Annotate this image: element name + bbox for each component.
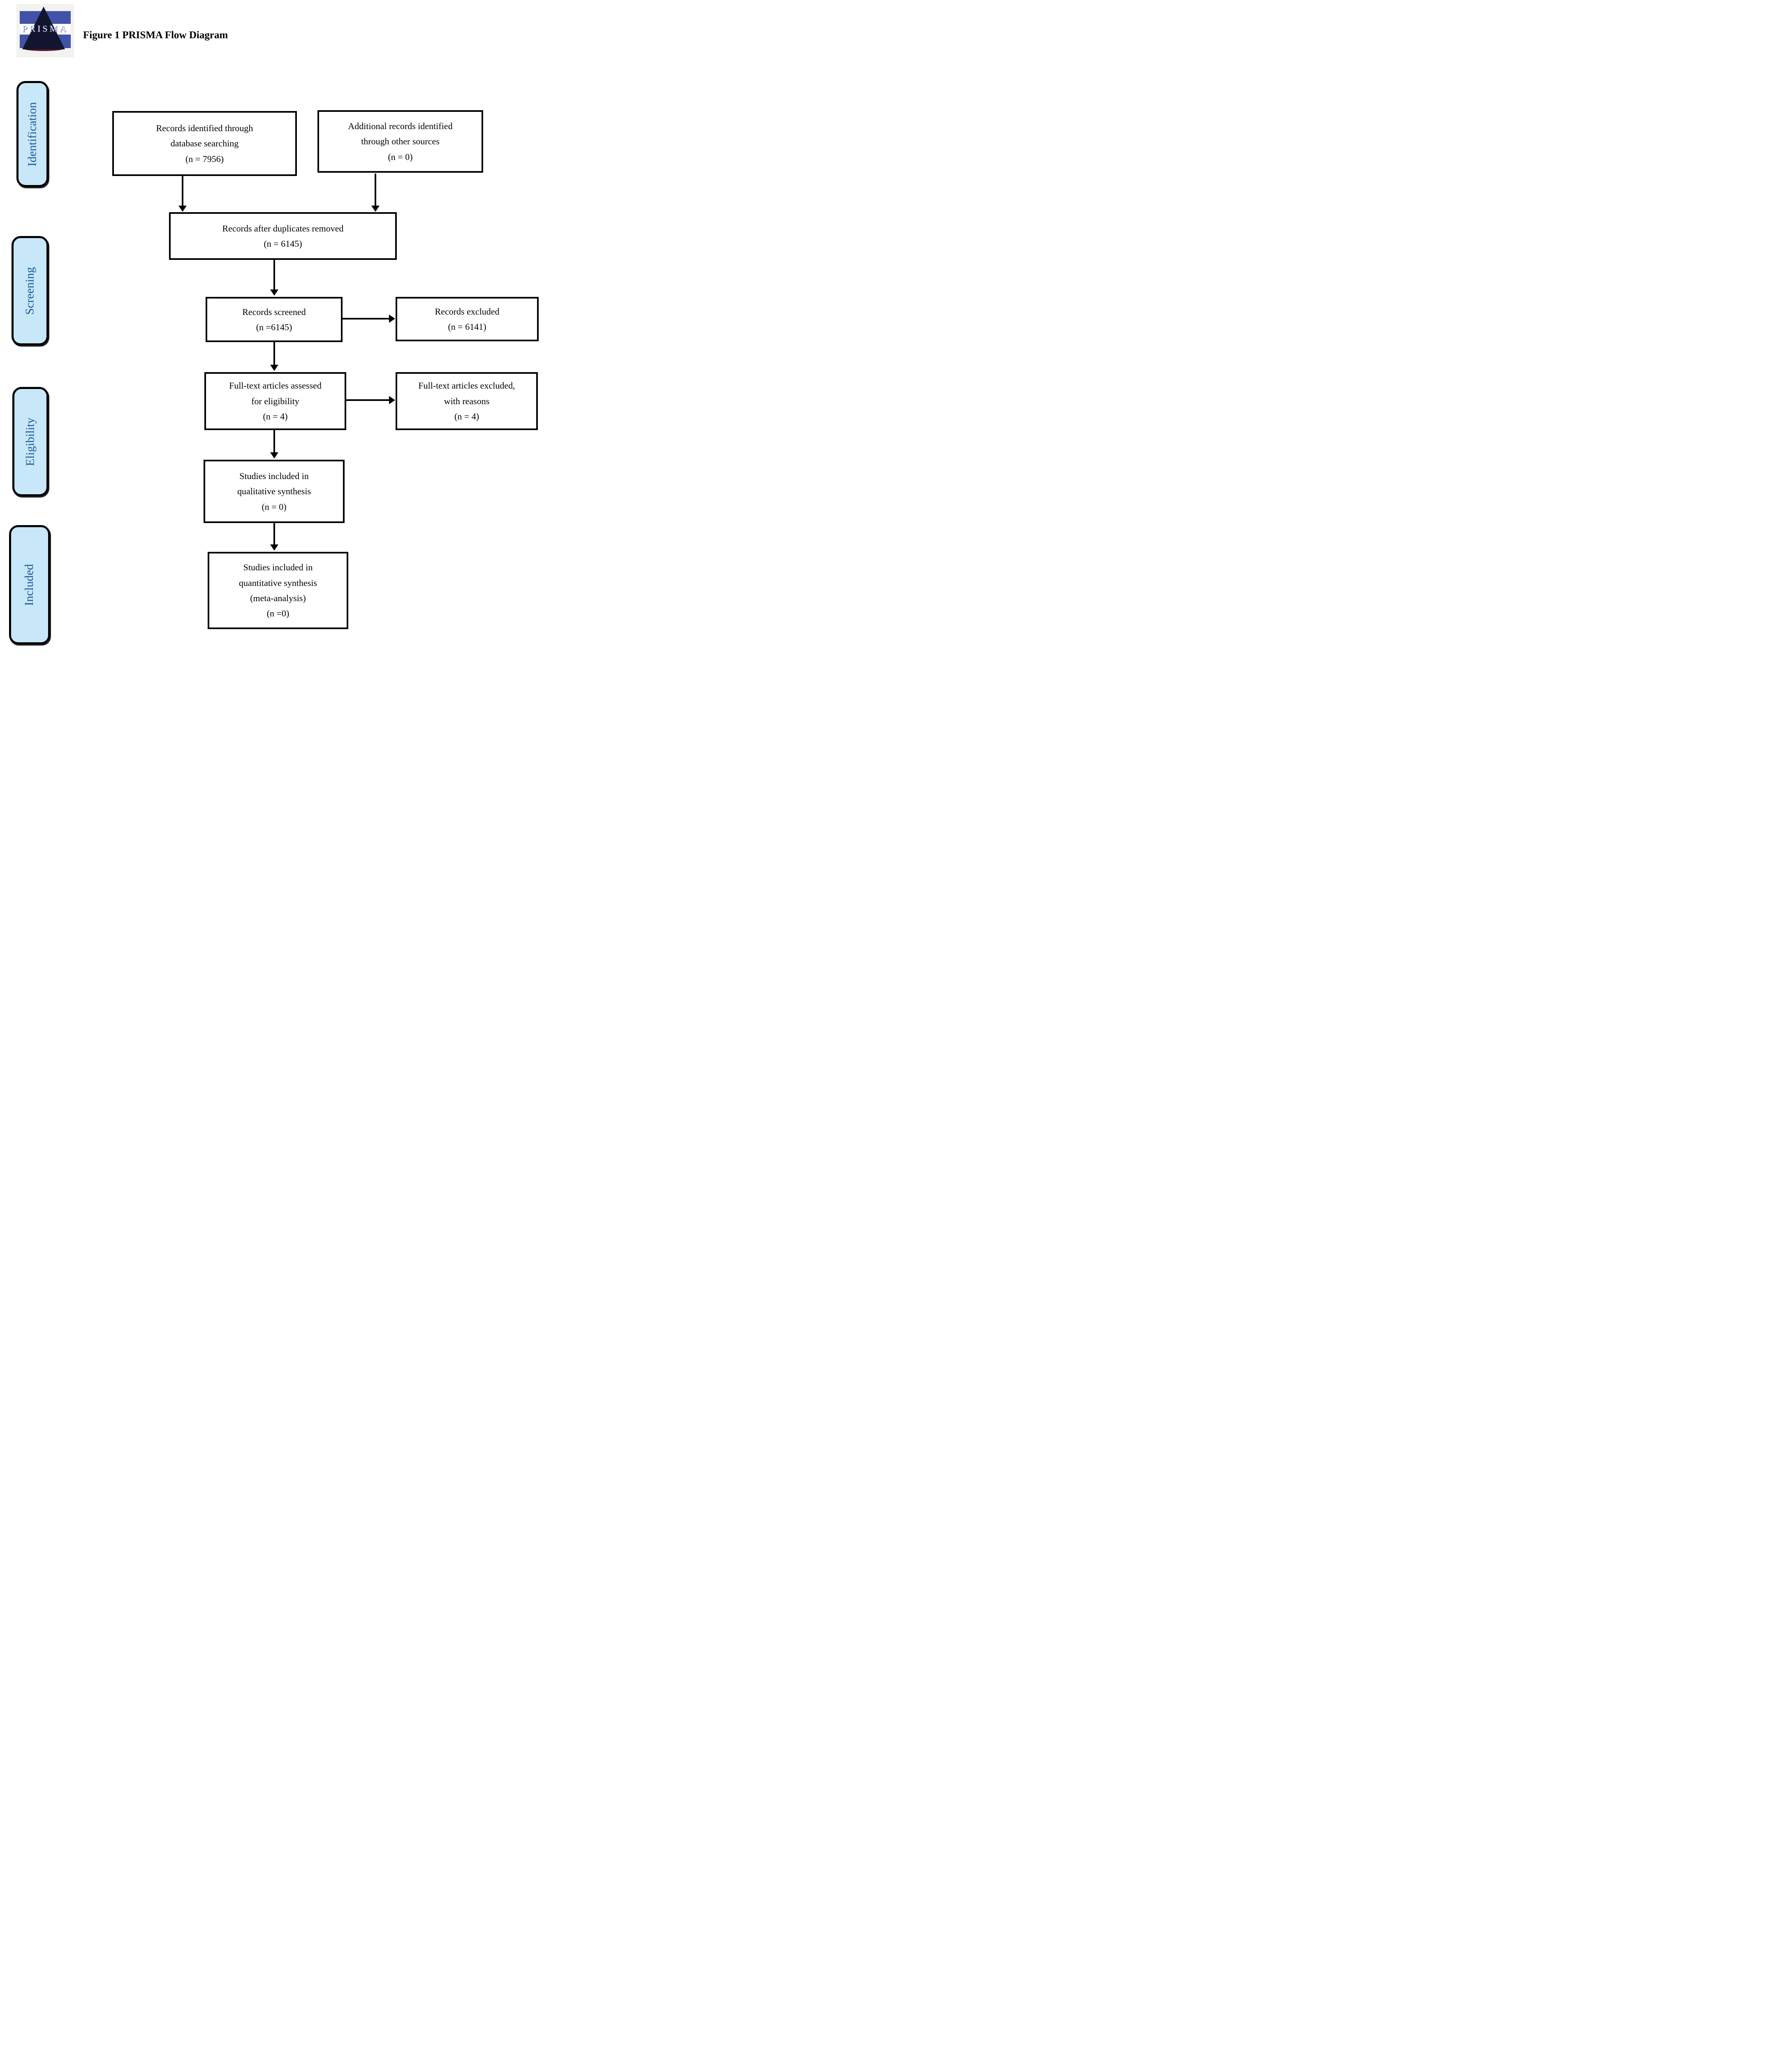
box-fulltext-excluded: Full-text articles excluded, with reason…	[396, 372, 538, 430]
stage-label-text: Included	[23, 564, 36, 606]
box-line: (n = 0)	[388, 151, 413, 162]
box-line: qualitative synthesis	[237, 486, 311, 497]
arrow-additional-to-duplicates-shaft	[375, 174, 376, 206]
box-line: Records identified through	[156, 123, 253, 133]
box-line: Studies included in	[239, 470, 309, 481]
box-after-duplicates-removed: Records after duplicates removed (n = 61…	[169, 212, 397, 260]
box-line: Full-text articles assessed	[229, 380, 322, 391]
box-line: through other sources	[361, 136, 440, 147]
box-line: (n = 0)	[262, 501, 287, 512]
box-line: (n =0)	[266, 608, 289, 619]
stage-label-identification: Identification	[16, 81, 49, 187]
box-line: with reasons	[444, 396, 490, 406]
arrow-fulltext-to-qualitative-shaft	[273, 429, 275, 453]
arrow-duplicates-to-screened-head	[270, 289, 278, 296]
logo-triangle-icon	[22, 7, 65, 49]
box-line: Studies included in	[243, 562, 313, 573]
arrow-fulltext-to-excluded-shaft	[345, 399, 389, 401]
box-line: Records excluded	[435, 306, 500, 317]
box-line: Additional records identified	[348, 120, 453, 131]
arrow-screened-to-excluded-head	[389, 315, 395, 323]
arrow-identified-to-duplicates-shaft	[182, 175, 183, 206]
box-line: database searching	[170, 138, 239, 149]
arrow-additional-to-duplicates-head	[371, 206, 380, 212]
arrow-screened-to-fulltext-shaft	[273, 341, 275, 366]
box-additional-records: Additional records identified through ot…	[317, 110, 483, 173]
figure-title: Figure 1 PRISMA Flow Diagram	[83, 30, 228, 41]
prisma-flow-diagram: PRISMA Figure 1 PRISMA Flow Diagram Iden…	[0, 0, 551, 653]
box-line: (n = 6141)	[448, 322, 486, 332]
box-line: for eligibility	[251, 396, 299, 406]
arrow-screened-to-excluded-shaft	[342, 318, 389, 320]
stage-label-text: Identification	[25, 102, 39, 167]
box-records-excluded: Records excluded (n = 6141)	[396, 297, 539, 341]
stage-label-included: Included	[9, 525, 50, 644]
box-line: Full-text articles excluded,	[418, 380, 515, 391]
stage-label-text: Eligibility	[23, 417, 37, 466]
logo-wordmark: PRISMA	[22, 23, 68, 34]
box-line: quantitative synthesis	[238, 577, 317, 588]
box-records-screened: Records screened (n =6145)	[206, 297, 343, 342]
box-line: (n = 4)	[454, 411, 479, 422]
stage-label-eligibility: Eligibility	[12, 387, 49, 496]
arrow-fulltext-to-qualitative-head	[270, 452, 278, 458]
stage-label-text: Screening	[23, 267, 37, 315]
box-line: Records screened	[242, 306, 306, 317]
box-records-identified: Records identified through database sear…	[112, 111, 297, 176]
arrow-qualitative-to-quantitative-head	[270, 544, 278, 551]
box-line: (meta-analysis)	[250, 593, 306, 603]
box-quantitative-synthesis: Studies included in quantitative synthes…	[208, 552, 348, 629]
box-line: (n =6145)	[256, 322, 292, 332]
box-qualitative-synthesis: Studies included in qualitative synthesi…	[204, 460, 345, 523]
box-line: (n = 4)	[263, 411, 288, 422]
arrow-qualitative-to-quantitative-shaft	[273, 522, 275, 545]
arrow-screened-to-fulltext-head	[270, 365, 278, 371]
arrow-fulltext-to-excluded-head	[389, 396, 395, 404]
box-line: (n = 7956)	[185, 153, 224, 164]
box-line: Records after duplicates removed	[222, 223, 344, 234]
stage-label-screening: Screening	[12, 236, 49, 345]
box-fulltext-assessed: Full-text articles assessed for eligibil…	[204, 372, 346, 430]
arrow-duplicates-to-screened-shaft	[273, 259, 275, 290]
arrow-identified-to-duplicates-head	[178, 206, 187, 212]
prisma-logo-icon: PRISMA	[16, 4, 74, 58]
box-line: (n = 6145)	[264, 238, 302, 249]
